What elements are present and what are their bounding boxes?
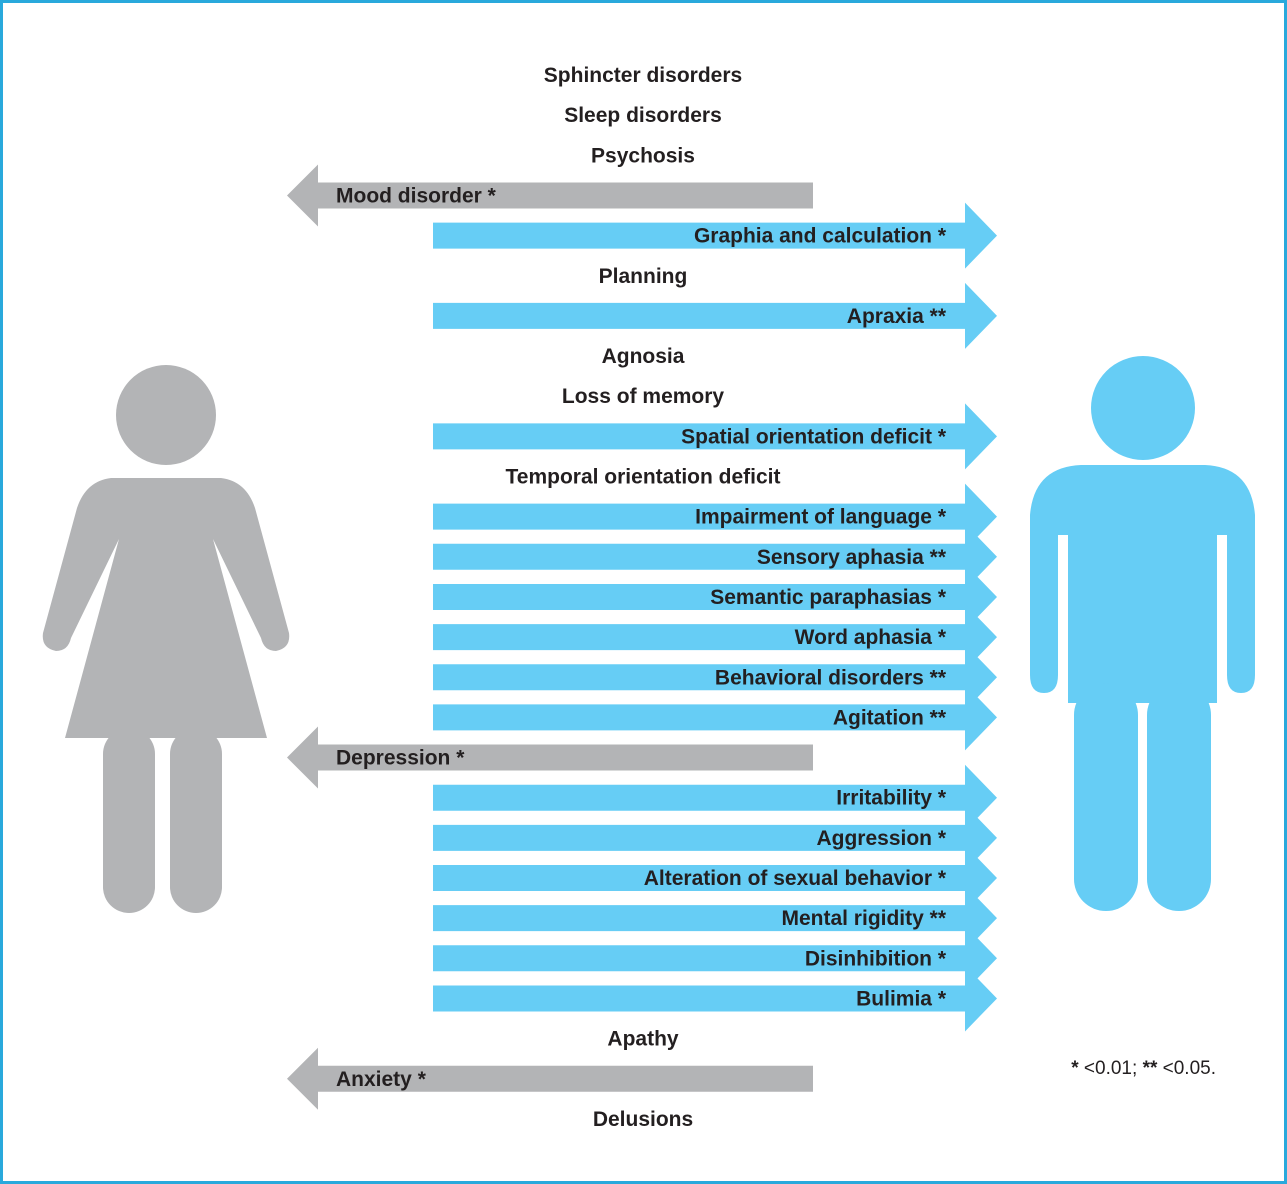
symptom-label: Apraxia **: [847, 305, 947, 328]
symptom-row-impairment-of-language: Impairment of language *: [433, 483, 997, 550]
footnote-mark-double: **: [1143, 1058, 1158, 1079]
symptom-label: Temporal orientation deficit: [506, 466, 781, 489]
footnote-text-double: <0.05.: [1157, 1058, 1216, 1079]
symptom-label: Semantic paraphasias *: [710, 586, 947, 609]
symptom-row-spatial-orientation-deficit: Spatial orientation deficit *: [433, 403, 997, 470]
symptom-label: Graphia and calculation *: [694, 225, 947, 248]
symptom-row-loss-of-memory: Loss of memory: [562, 385, 725, 408]
symptom-label: Planning: [599, 265, 688, 288]
footnote-text-single: <0.01;: [1079, 1058, 1143, 1079]
symptom-row-anxiety: Anxiety *: [287, 1047, 813, 1110]
symptom-row-aggression: Aggression *: [433, 804, 997, 871]
symptom-row-bulimia: Bulimia *: [433, 965, 997, 1032]
footnote: * <0.01; ** <0.05.: [1071, 1058, 1216, 1079]
arrow-to-male: [433, 764, 997, 831]
arrow-to-male: [433, 684, 997, 751]
symptom-label: Mood disorder *: [336, 184, 497, 207]
symptom-row-psychosis: Psychosis: [591, 144, 695, 167]
symptom-label: Impairment of language *: [695, 506, 947, 529]
arrow-to-male: [433, 282, 997, 349]
symptom-row-apathy: Apathy: [607, 1028, 678, 1051]
symptom-row-depression: Depression *: [287, 726, 813, 789]
symptom-label: Spatial orientation deficit *: [681, 425, 947, 448]
arrow-to-male: [433, 965, 997, 1032]
symptom-row-disinhibition: Disinhibition *: [433, 925, 997, 992]
woman-body: [42, 478, 290, 738]
symptom-label: Depression *: [336, 747, 465, 770]
symptom-row-temporal-orientation-deficit: Temporal orientation deficit: [506, 466, 781, 489]
arrow-to-male: [433, 403, 997, 470]
symptom-label: Apathy: [607, 1028, 678, 1051]
symptom-row-planning: Planning: [599, 265, 688, 288]
symptom-label: Delusions: [593, 1108, 693, 1131]
man-icon: [1030, 356, 1255, 911]
arrow-to-female: [287, 1047, 813, 1110]
symptom-label: Irritability *: [836, 787, 947, 810]
man-left-leg: [1074, 683, 1138, 911]
symptom-row-sphincter-disorders: Sphincter disorders: [544, 64, 742, 87]
arrow-to-female: [287, 164, 813, 227]
symptom-row-mood-disorder: Mood disorder *: [287, 164, 813, 227]
symptom-row-mental-rigidity: Mental rigidity **: [433, 885, 997, 952]
symptom-label: Aggression *: [816, 827, 946, 850]
symptom-label: Alteration of sexual behavior *: [644, 867, 947, 890]
arrow-to-male: [433, 483, 997, 550]
symptom-row-irritability: Irritability *: [433, 764, 997, 831]
symptom-label: Psychosis: [591, 144, 695, 167]
man-head: [1091, 356, 1195, 460]
symptom-label: Disinhibition *: [805, 947, 947, 970]
symptom-label: Loss of memory: [562, 385, 725, 408]
symptom-row-graphia-and-calculation: Graphia and calculation *: [433, 202, 997, 269]
symptom-label: Agitation **: [833, 706, 947, 729]
symptom-label: Mental rigidity **: [781, 907, 946, 930]
arrow-to-female: [287, 726, 813, 789]
symptom-label: Agnosia: [602, 345, 685, 368]
woman-head: [116, 365, 216, 465]
symptom-row-delusions: Delusions: [593, 1108, 693, 1131]
symptom-row-agnosia: Agnosia: [602, 345, 685, 368]
symptom-label: Sleep disorders: [564, 104, 722, 127]
symptom-row-sensory-aphasia: Sensory aphasia **: [433, 523, 997, 590]
symptom-label: Behavioral disorders **: [715, 666, 947, 689]
arrow-to-male: [433, 644, 997, 711]
arrow-to-male: [433, 202, 997, 269]
symptom-label: Sensory aphasia **: [757, 546, 947, 569]
symptom-label: Anxiety *: [336, 1068, 427, 1091]
symptom-row-alteration-of-sexual-behavior: Alteration of sexual behavior *: [433, 845, 997, 911]
symptom-label: Sphincter disorders: [544, 64, 742, 87]
arrow-to-male: [433, 845, 997, 911]
symptom-row-semantic-paraphasias: Semantic paraphasias *: [433, 563, 997, 630]
arrow-to-male: [433, 523, 997, 590]
woman-right-leg: [170, 728, 222, 913]
arrow-to-male: [433, 925, 997, 992]
footnote-mark-single: *: [1071, 1058, 1079, 1079]
symptom-row-word-aphasia: Word aphasia *: [433, 604, 997, 671]
symptom-row-sleep-disorders: Sleep disorders: [564, 104, 722, 127]
arrow-to-male: [433, 804, 997, 871]
woman-icon: [42, 365, 290, 913]
symptom-label: Word aphasia *: [795, 626, 947, 649]
symptom-label: Bulimia *: [856, 987, 947, 1010]
man-right-leg: [1147, 683, 1211, 911]
arrow-to-male: [433, 563, 997, 630]
arrow-to-male: [433, 885, 997, 952]
symptom-row-behavioral-disorders: Behavioral disorders **: [433, 644, 997, 711]
arrow-to-male: [433, 604, 997, 671]
woman-left-leg: [103, 728, 155, 913]
symptom-row-apraxia: Apraxia **: [433, 282, 997, 349]
man-torso: [1030, 465, 1255, 703]
symptom-row-agitation: Agitation **: [433, 684, 997, 751]
